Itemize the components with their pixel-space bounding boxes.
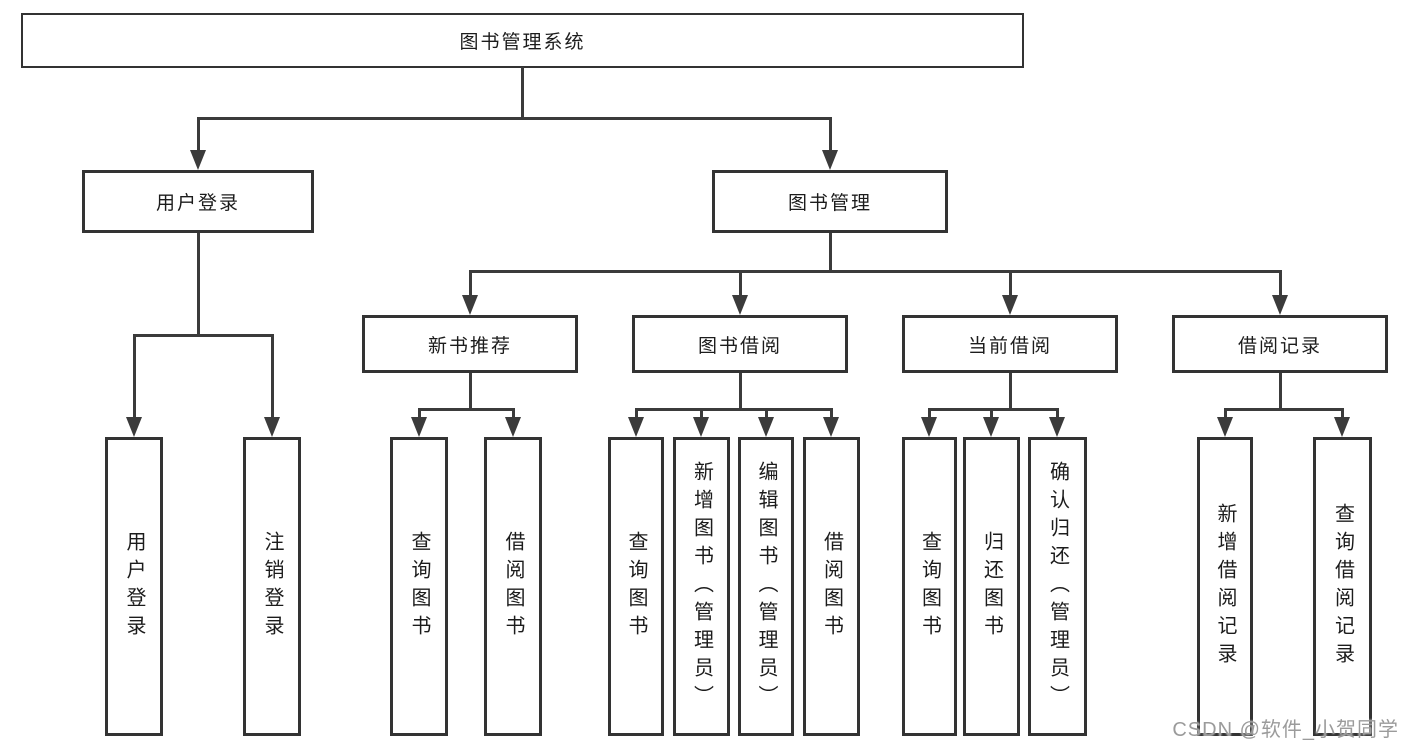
leaf-query-books-3: 查询图书: [902, 437, 957, 736]
node-label: 用户登录: [155, 193, 240, 214]
leaf-confirm-return-admin: 确认归还（管理员）: [1028, 437, 1087, 736]
leaf-borrow-book-1: 借阅图书: [484, 437, 542, 736]
connector-drop-current-borrow: [1009, 270, 1012, 298]
connector-drop-leaf: [418, 408, 421, 421]
node-label: 用户登录: [123, 530, 145, 643]
leaf-borrow-book-2: 借阅图书: [803, 437, 860, 736]
connector-drop-borrow-record: [1279, 270, 1282, 298]
arrow-down-icon: [1049, 417, 1065, 437]
connector-current-borrow-rail: [928, 408, 1058, 411]
arrow-down-icon: [1272, 295, 1288, 315]
node-label: 借阅图书: [502, 530, 524, 643]
node-label: 新增图书（管理员）: [690, 460, 713, 713]
node-label: 查询图书: [918, 530, 941, 643]
connector-drop-book-management: [829, 117, 832, 153]
connector-drop-new-book: [469, 270, 472, 298]
connector-new-book-rail: [418, 408, 515, 411]
node-book-management: 图书管理: [712, 170, 948, 233]
node-label: 查询借阅记录: [1331, 502, 1354, 671]
leaf-add-borrow-record: 新增借阅记录: [1197, 437, 1253, 736]
leaf-query-borrow-record: 查询借阅记录: [1313, 437, 1372, 736]
node-label: 新书推荐: [427, 335, 512, 357]
connector-current-borrow-stem: [1009, 373, 1012, 410]
connector-drop-leaf: [765, 408, 768, 421]
leaf-edit-book-admin: 编辑图书（管理员）: [738, 437, 794, 736]
connector-drop-book-borrow: [739, 270, 742, 298]
arrow-down-icon: [822, 150, 838, 170]
connector-drop-leaf: [990, 408, 993, 421]
node-label: 图书管理系统: [459, 32, 586, 53]
leaf-return-book: 归还图书: [963, 437, 1020, 736]
leaf-logout: 注销登录: [243, 437, 301, 736]
arrow-down-icon: [921, 417, 937, 437]
node-label: 查询图书: [408, 530, 430, 643]
connector-drop-leaf: [700, 408, 703, 421]
node-label: 图书借阅: [697, 335, 782, 357]
connector-borrow-record-rail: [1224, 408, 1344, 411]
arrow-down-icon: [126, 417, 142, 437]
connector-borrow-record-stem: [1279, 373, 1282, 410]
arrow-down-icon: [1217, 417, 1233, 437]
node-library-management-system: 图书管理系统: [21, 13, 1024, 68]
leaf-query-books-1: 查询图书: [390, 437, 448, 736]
connector-drop-leaf: [1224, 408, 1227, 421]
arrow-down-icon: [190, 150, 206, 170]
node-label: 注销登录: [261, 530, 283, 643]
node-label: 确认归还（管理员）: [1046, 460, 1069, 713]
node-borrowing-records: 借阅记录: [1172, 315, 1388, 373]
arrow-down-icon: [823, 417, 839, 437]
arrow-down-icon: [264, 417, 280, 437]
connector-book-borrow-rail: [635, 408, 832, 411]
node-current-borrowing: 当前借阅: [902, 315, 1118, 373]
node-label: 新增借阅记录: [1214, 502, 1236, 671]
connector-drop-leaf: [271, 334, 274, 419]
leaf-add-book-admin: 新增图书（管理员）: [673, 437, 730, 736]
connector-drop-leaf: [1056, 408, 1059, 421]
connector-drop-leaf: [1341, 408, 1344, 421]
connector-user-login-stem: [197, 233, 200, 337]
arrow-down-icon: [732, 295, 748, 315]
node-user-login: 用户登录: [82, 170, 314, 233]
node-label: 当前借阅: [967, 335, 1052, 357]
connector-book-borrow-stem: [739, 373, 742, 410]
arrow-down-icon: [1334, 417, 1350, 437]
connector-user-login-rail: [133, 334, 273, 337]
node-book-borrowing: 图书借阅: [632, 315, 848, 373]
arrow-down-icon: [628, 417, 644, 437]
connector-drop-leaf: [133, 334, 136, 419]
arrow-down-icon: [505, 417, 521, 437]
connector-drop-leaf: [635, 408, 638, 421]
connector-root-stem: [521, 67, 524, 118]
node-label: 编辑图书（管理员）: [755, 460, 777, 713]
connector-book-management-stem: [829, 233, 832, 273]
node-label: 借阅图书: [820, 530, 843, 643]
arrow-down-icon: [1002, 295, 1018, 315]
node-label: 归还图书: [980, 530, 1003, 643]
leaf-query-books-2: 查询图书: [608, 437, 664, 736]
node-label: 图书管理: [787, 193, 872, 214]
node-label: 借阅记录: [1237, 335, 1322, 357]
node-new-book-recommend: 新书推荐: [362, 315, 578, 373]
arrow-down-icon: [462, 295, 478, 315]
connector-new-book-stem: [469, 373, 472, 410]
connector-drop-user-login: [197, 117, 200, 153]
node-label: 查询图书: [625, 530, 647, 643]
connector-level3-rail: [469, 270, 1281, 273]
arrow-down-icon: [758, 417, 774, 437]
connector-level2-rail: [197, 117, 831, 120]
arrow-down-icon: [983, 417, 999, 437]
arrow-down-icon: [693, 417, 709, 437]
connector-drop-leaf: [830, 408, 833, 421]
connector-drop-leaf: [512, 408, 515, 421]
leaf-user-login: 用户登录: [105, 437, 163, 736]
csdn-watermark: CSDN @软件_小贺同学: [1172, 719, 1399, 741]
connector-drop-leaf: [928, 408, 931, 421]
arrow-down-icon: [411, 417, 427, 437]
